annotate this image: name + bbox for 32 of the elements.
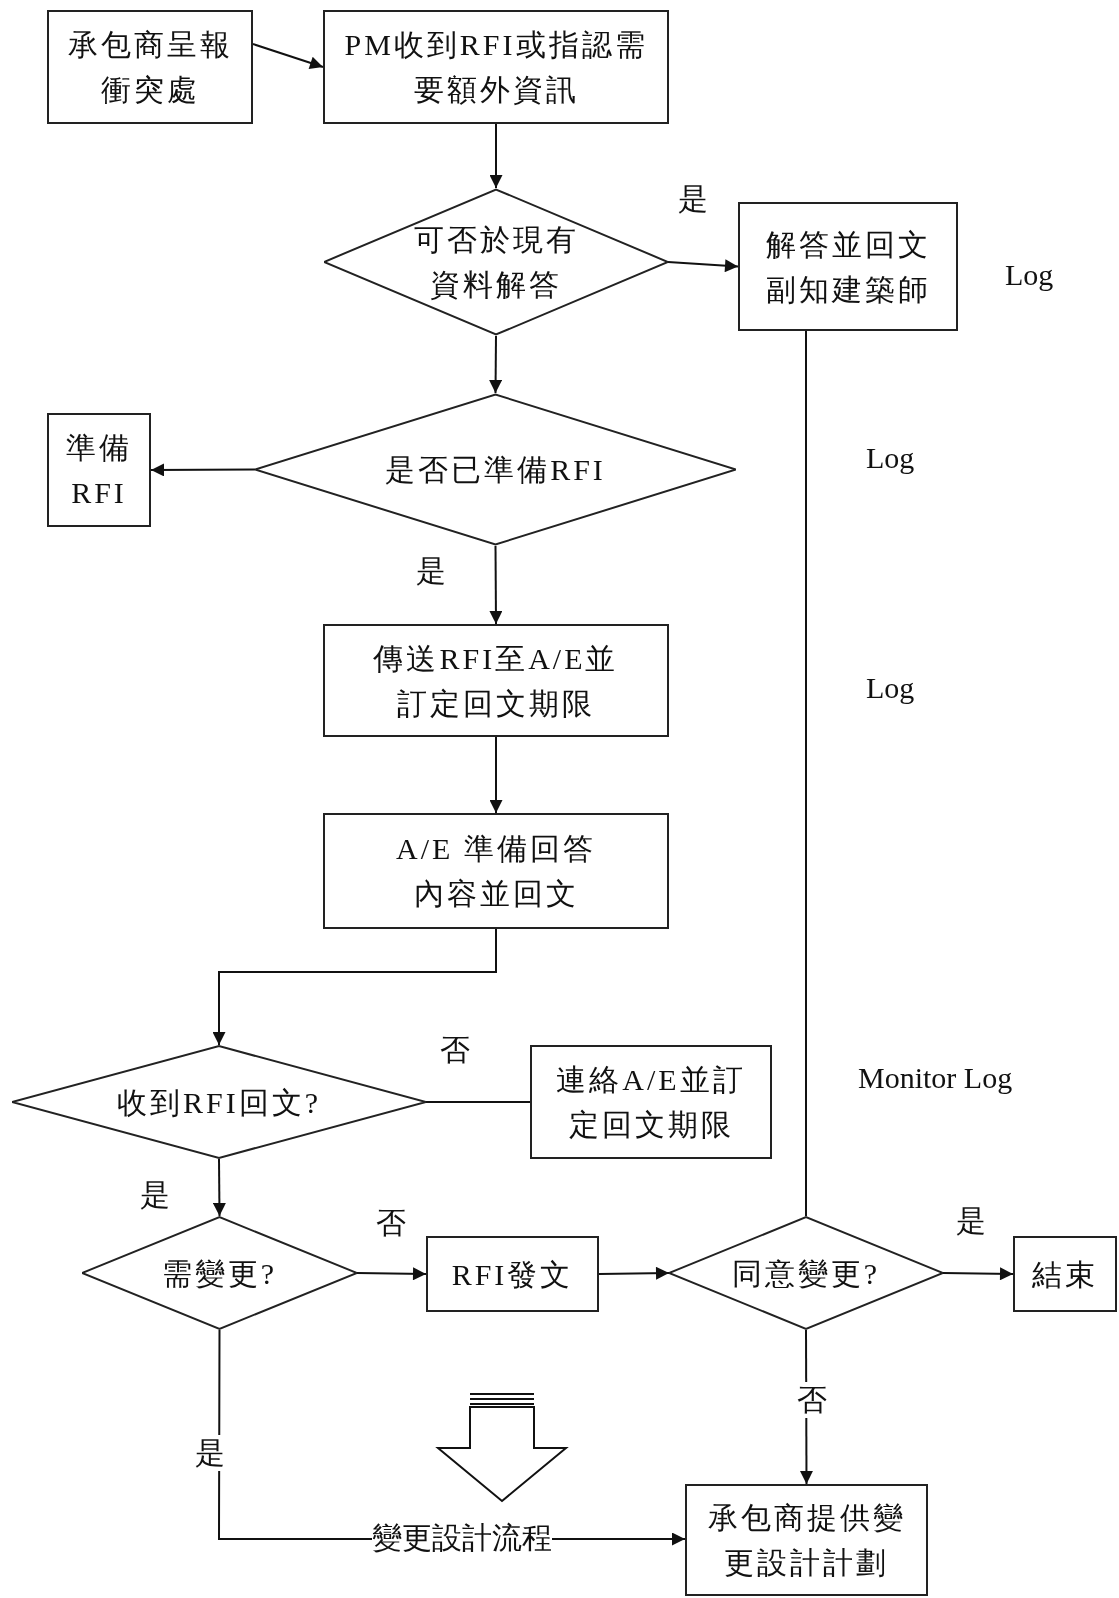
arrow	[667, 259, 739, 273]
arrow	[212, 928, 497, 1046]
process-box: 連絡A/E並訂定回文期限	[530, 1045, 772, 1159]
arrow	[489, 123, 503, 189]
decision-diamond: 可否於現有資料解答	[324, 188, 668, 336]
arrow	[356, 1267, 427, 1281]
arrow	[150, 463, 256, 477]
edge-label: 是	[195, 1435, 225, 1471]
process-box: 準備RFI	[47, 413, 151, 527]
process-box: A/E 準備回答內容並回文	[323, 813, 669, 929]
decision-diamond: 收到RFI回文?	[12, 1045, 426, 1159]
edge-label: 否	[797, 1382, 827, 1418]
process-box: 結束	[1013, 1236, 1117, 1312]
arrow	[489, 736, 503, 814]
process-box: 解答並回文副知建築師	[738, 202, 958, 331]
arrow	[489, 335, 503, 394]
note-text: 變更設計流程	[372, 1520, 552, 1556]
process-box: RFI發文	[426, 1236, 599, 1312]
arrow	[598, 1266, 670, 1280]
arrow	[252, 43, 324, 70]
process-box: PM收到RFI或指認需要額外資訊	[323, 10, 669, 124]
process-box: 承包商呈報衝突處	[47, 10, 253, 124]
connector-line	[425, 1101, 531, 1103]
arrow	[212, 1158, 226, 1217]
process-box: 承包商提供變更設計計劃	[685, 1484, 928, 1596]
decision-diamond: 是否已準備RFI	[255, 393, 736, 546]
process-box: 傳送RFI至A/E並訂定回文期限	[323, 624, 669, 737]
connector-line	[805, 330, 807, 1217]
decision-diamond: 需變更?	[82, 1216, 357, 1330]
decision-diamond: 同意變更?	[669, 1216, 943, 1330]
arrow	[489, 545, 503, 625]
arrow	[942, 1267, 1014, 1281]
